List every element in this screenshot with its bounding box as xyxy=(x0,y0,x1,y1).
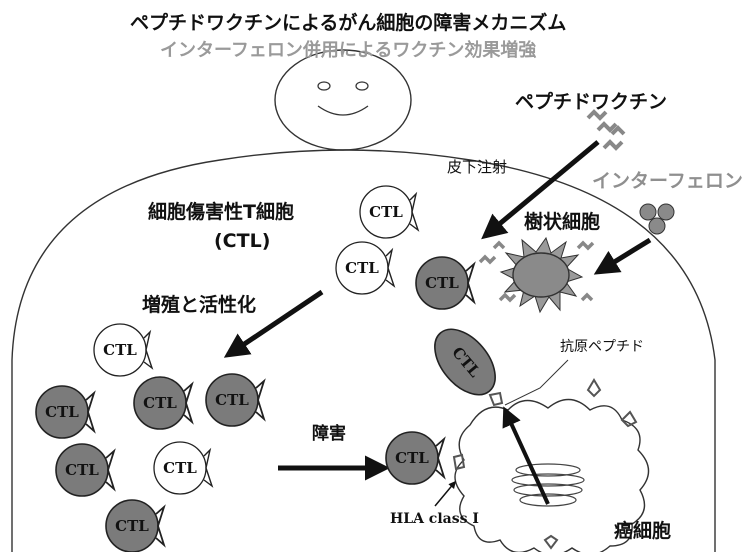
ctl-label: CTL xyxy=(215,391,249,409)
ctl-label: CTL xyxy=(163,459,197,477)
face-right-eye xyxy=(355,81,369,91)
mhc-receptors xyxy=(452,378,638,550)
ctl-cell: CTL xyxy=(55,443,116,497)
ctl-label: CTL xyxy=(395,449,429,467)
body-outline xyxy=(11,149,716,552)
arrow-proliferation xyxy=(223,289,324,358)
hla-leader xyxy=(434,480,456,507)
ctl-cell: CTL xyxy=(415,256,476,310)
ctl-cell: CTL xyxy=(359,185,420,239)
ctl-cell: CTL xyxy=(385,431,446,485)
proliferation-label: 増殖と活性化 xyxy=(142,294,257,316)
ctl-cell: CTL xyxy=(153,441,214,495)
arrow-interferon-to-dendritic xyxy=(593,237,652,275)
face-mouth xyxy=(317,105,369,116)
cancer-cell-label: 癌細胞 xyxy=(614,520,672,542)
antigen-peptide-label: 抗原ペプチド xyxy=(560,339,644,355)
ctl-cell: CTL xyxy=(133,376,194,430)
ctl-cell: CTL xyxy=(35,385,96,439)
hla-label: HLA class I xyxy=(390,511,479,527)
arrow-vaccine-to-dendritic xyxy=(481,140,600,240)
ctl-cell: CTL xyxy=(205,373,266,427)
arrow-antigen-presentation xyxy=(502,406,550,505)
interferon-molecules xyxy=(639,203,675,235)
dendritic-cell xyxy=(499,236,584,314)
ctl-label: CTL xyxy=(345,259,379,277)
cancer-cell-nucleus-spiral xyxy=(511,463,585,507)
attacking-ctl xyxy=(434,328,496,396)
peptide-squiggles xyxy=(586,109,626,151)
ctl-label: CTL xyxy=(45,403,79,421)
ctl-label: CTL xyxy=(143,394,177,412)
ctl-name-label: 細胞傷害性T細胞 xyxy=(148,201,294,223)
ctl-label: CTL xyxy=(115,517,149,535)
dendritic-peptides xyxy=(478,240,595,303)
face-left-eye xyxy=(317,81,331,91)
page-title: ペプチドワクチンによるがん細胞の障害メカニズム xyxy=(130,12,567,34)
ctl-cell: CTL xyxy=(335,241,396,295)
ctl-cell: CTL xyxy=(93,323,154,377)
page-subtitle: インターフェロン併用によるワクチン効果増強 xyxy=(160,40,537,61)
face-head xyxy=(274,49,412,151)
ctl-label: CTL xyxy=(369,203,403,221)
dendritic-cell-label: 樹状細胞 xyxy=(524,211,601,233)
peptide-vaccine-label: ペプチドワクチン xyxy=(515,91,668,113)
interferon-label: インターフェロン xyxy=(592,170,743,192)
subcutaneous-injection-label: 皮下注射 xyxy=(447,158,508,176)
ctl-label: CTL xyxy=(65,461,99,479)
ctl-abbrev-label: (CTL) xyxy=(214,230,271,252)
ctl-label: CTL xyxy=(103,341,137,359)
ctl-cell: CTL xyxy=(105,499,166,553)
cancer-cell-membrane xyxy=(454,398,650,556)
ctl-cells: CTL CTL CTL CTL CTL CTL CTL CTL CTL CTL … xyxy=(35,185,476,553)
ctl-label: CTL xyxy=(425,274,459,292)
damage-label: 障害 xyxy=(312,424,346,444)
peptide-leader xyxy=(504,359,569,406)
